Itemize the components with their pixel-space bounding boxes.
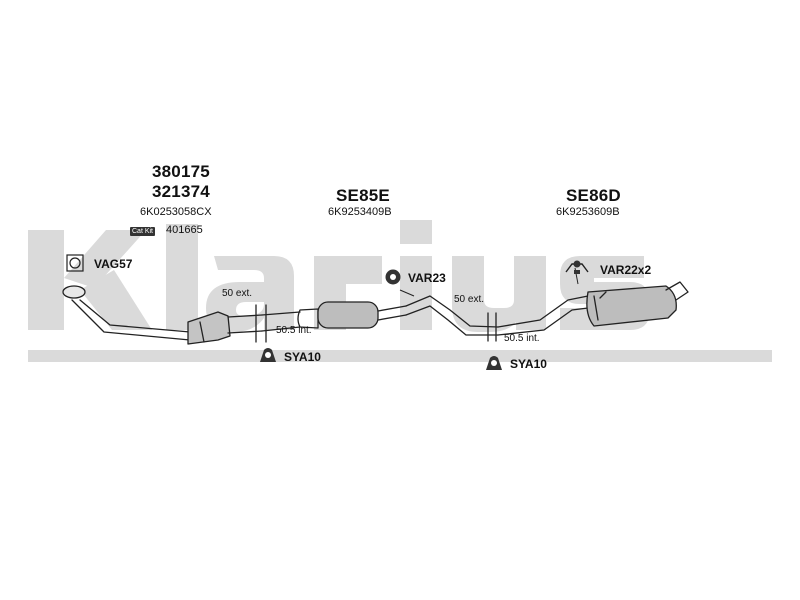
joint-ext-dimension: 50 ext. [222,288,253,299]
oem-number: 6K0253058CX [140,206,212,218]
clamp-icon [486,356,502,370]
joint-int-dimension: 50.5 int. [276,325,312,336]
catkit-badge: Cat Kit [130,227,156,236]
rubber-mount-icon [385,269,401,285]
part-number-centre: SE85E [336,186,390,205]
clamp-label: SYA10 [284,350,321,364]
oem-number: 6K9253609B [556,206,620,218]
clamp-icon [260,348,276,362]
part-number-primary: 380175 [152,162,210,181]
gasket-icon [66,254,84,272]
hanger-icon [565,260,589,274]
part-number-rear: SE86D [566,186,621,205]
fitting-label: VAR23 [408,271,446,285]
clamp-label: SYA10 [510,357,547,371]
part-number-secondary: 321374 [152,182,210,201]
joint-int-dimension: 50.5 int. [504,333,540,344]
fitting-label: VAR22x2 [600,263,652,277]
catkit-number: 401665 [166,224,203,236]
fitting-label: VAG57 [94,257,133,271]
oem-number: 6K9253409B [328,206,392,218]
joint-ext-dimension: 50 ext. [454,294,485,305]
